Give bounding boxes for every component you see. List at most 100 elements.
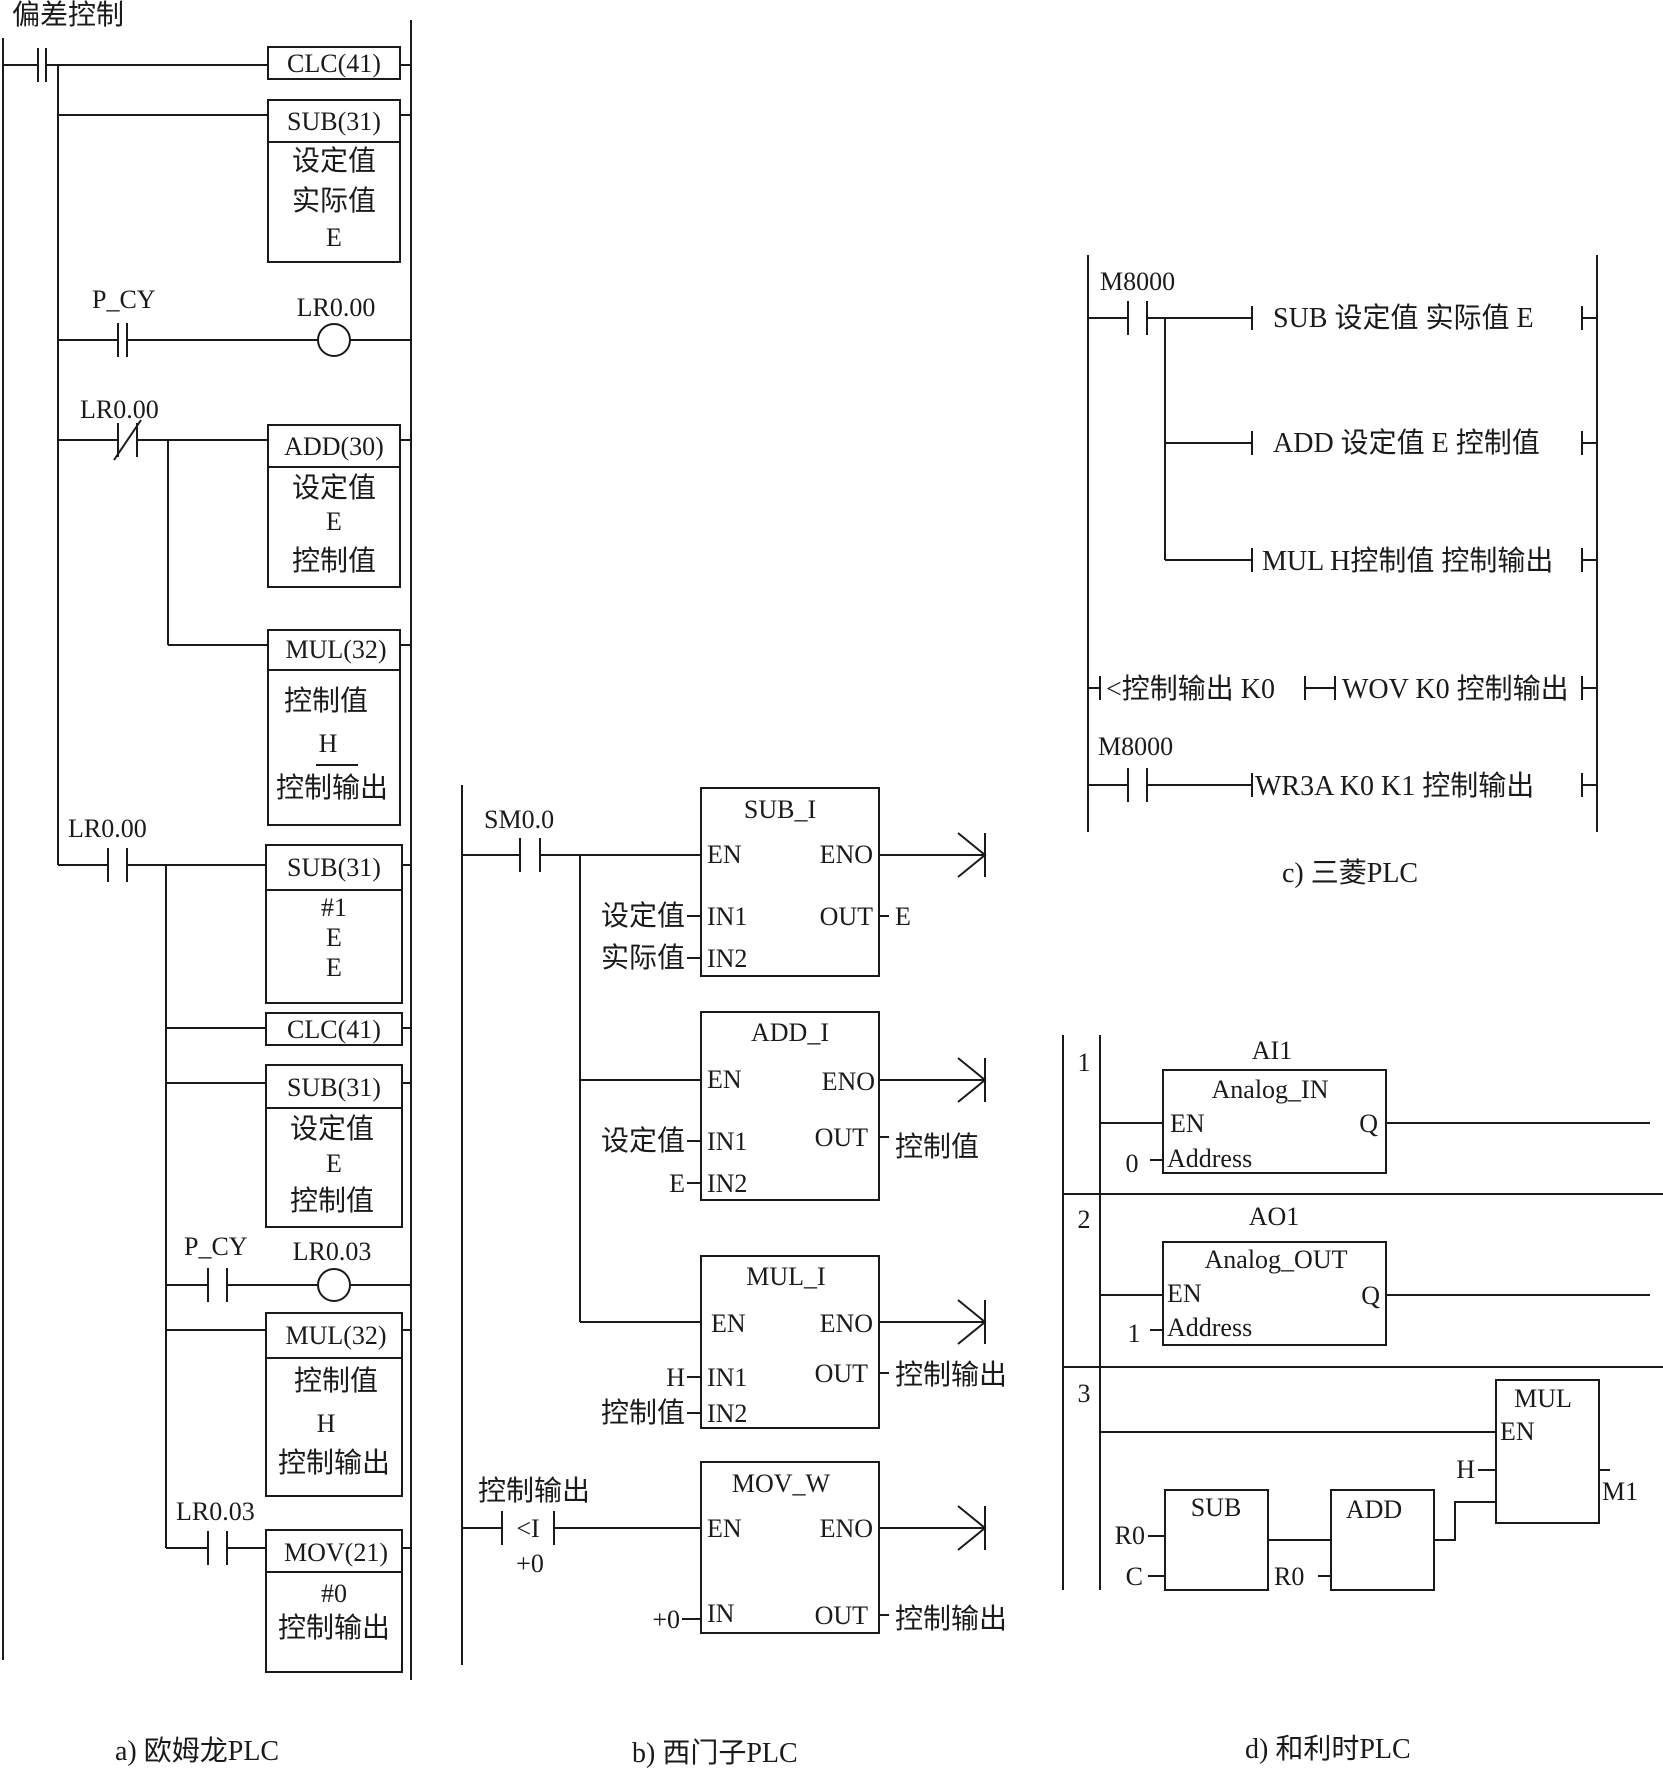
siemens-mov-out: OUT <box>815 1601 869 1630</box>
hollysys-ao-block <box>1162 1241 1387 1346</box>
hollysys-ai-block <box>1162 1069 1387 1174</box>
omron-mov-op: MOV(21) <box>284 1538 388 1567</box>
siemens-cmp-bottom: +0 <box>516 1549 544 1578</box>
omron-coil2-label: LR0.03 <box>293 1237 372 1266</box>
hollysys-ai-title: AI1 <box>1252 1036 1292 1065</box>
siemens-sm-label: SM0.0 <box>484 805 554 834</box>
hollysys-mul-name: MUL <box>1514 1384 1572 1413</box>
mitsubishi-wov-instr: WOV K0 控制输出 <box>1342 673 1569 705</box>
omron-sub2-op: SUB(31) <box>287 853 381 882</box>
mitsubishi-cmp-instr: <控制输出 K0 <box>1106 673 1275 705</box>
caption-hollysys: d) 和利时PLC <box>1245 1733 1411 1765</box>
siemens-mov-out-val: 控制输出 <box>895 1603 1007 1635</box>
mitsubishi-add-instr: ADD 设定值 E 控制值 <box>1273 427 1540 459</box>
omron-coil1-label: LR0.00 <box>297 293 376 322</box>
siemens-add-en: EN <box>707 1065 742 1094</box>
omron-mul-c: 控制输出 <box>276 772 388 804</box>
hollysys-ai-addr-val: 0 <box>1126 1149 1139 1178</box>
siemens-cmp-op: <I <box>516 1514 539 1543</box>
hollysys-h-label: H <box>1456 1455 1475 1484</box>
siemens-sub-in1-val: 设定值 <box>601 900 685 932</box>
hollysys-m1-label: M1 <box>1602 1477 1638 1506</box>
siemens-sub-in2-val: 实际值 <box>601 942 685 974</box>
siemens-mul-in2-val: 控制值 <box>601 1397 685 1429</box>
hollysys-add-name: ADD <box>1346 1495 1402 1524</box>
hollysys-c-in: C <box>1126 1562 1143 1591</box>
siemens-mov-eno: ENO <box>820 1514 873 1543</box>
hollysys-ai-name: Analog_IN <box>1212 1075 1329 1104</box>
siemens-mul-in1-val: H <box>666 1363 685 1392</box>
siemens-sub-out: OUT <box>820 902 874 931</box>
omron-sub3-b: E <box>326 1149 342 1178</box>
siemens-sub-out-val: E <box>895 902 911 931</box>
siemens-mul-in2: IN2 <box>707 1399 747 1428</box>
siemens-sub-in2: IN2 <box>707 944 747 973</box>
omron-sub2-a: #1 <box>321 893 347 922</box>
omron-mul2-a: 控制值 <box>294 1365 378 1397</box>
omron-sub-op: SUB(31) <box>287 107 381 136</box>
omron-add-box <box>267 424 401 588</box>
omron-sub-b: 实际值 <box>292 185 376 217</box>
siemens-mul-in1: IN1 <box>707 1363 747 1392</box>
hollysys-ao-en: EN <box>1167 1279 1202 1308</box>
omron-mul2-b: H <box>317 1409 336 1438</box>
hollysys-ao-address: Address <box>1167 1313 1252 1342</box>
hollysys-add-block <box>1330 1489 1435 1591</box>
omron-sub3-a: 设定值 <box>290 1113 374 1145</box>
mitsubishi-ladder: M8000 SUB 设定值 实际值 E ADD 设定值 E 控制值 MUL H控… <box>1087 255 1598 889</box>
hollysys-sub-block <box>1164 1489 1269 1591</box>
siemens-mul-eno: ENO <box>820 1309 873 1338</box>
omron-lr003-label: LR0.03 <box>176 1497 255 1526</box>
omron-sub2-c: E <box>326 953 342 982</box>
siemens-mul-en: EN <box>711 1309 746 1338</box>
omron-sub3-op: SUB(31) <box>287 1073 381 1102</box>
omron-sub-c: E <box>326 223 342 252</box>
siemens-mul-out: OUT <box>815 1359 869 1388</box>
siemens-mul-out-val: 控制输出 <box>895 1359 1007 1391</box>
siemens-ladder: SM0.0 SUB_I EN ENO IN1 IN2 OUT 设定值 实际值 E… <box>461 785 1007 1768</box>
hollysys-ao-q: Q <box>1361 1281 1380 1310</box>
hollysys-ai-q: Q <box>1359 1109 1378 1138</box>
omron-title: 偏差控制 <box>12 0 124 31</box>
omron-add-c: 控制值 <box>292 545 376 577</box>
hollysys-r0-in: R0 <box>1115 1521 1145 1550</box>
siemens-sub-name: SUB_I <box>744 795 816 824</box>
omron-add-b: E <box>326 507 342 536</box>
mitsubishi-wr3a-instr: WR3A K0 K1 控制输出 <box>1255 770 1534 802</box>
omron-pcy-label: P_CY <box>92 285 156 314</box>
omron-nc-label: LR0.00 <box>80 395 159 424</box>
siemens-sub-en: EN <box>707 840 742 869</box>
caption-siemens: b) 西门子PLC <box>632 1737 798 1768</box>
siemens-mov-block <box>700 1461 880 1634</box>
omron-add-a: 设定值 <box>292 472 376 504</box>
siemens-mul-name: MUL_I <box>746 1262 825 1291</box>
omron-coil2 <box>317 1268 351 1302</box>
omron-coil1 <box>317 323 351 357</box>
siemens-add-in1-val: 设定值 <box>601 1125 685 1157</box>
omron-ladder: 偏差控制 CLC(41) SUB(31) 设定值 实际值 E P_CY LR0.… <box>2 0 412 1767</box>
omron-clc-label: CLC(41) <box>287 49 381 78</box>
hollysys-ao-addr-val: 1 <box>1128 1319 1141 1348</box>
hollysys-mul-en: EN <box>1500 1417 1535 1446</box>
omron-sub2-b: E <box>326 923 342 952</box>
mitsubishi-m8000-label: M8000 <box>1100 267 1175 296</box>
siemens-sub-in1: IN1 <box>707 902 747 931</box>
hollysys-mul-block <box>1495 1379 1600 1524</box>
siemens-add-in2-val: E <box>669 1169 685 1198</box>
siemens-mov-in: IN <box>707 1599 735 1628</box>
caption-omron: a) 欧姆龙PLC <box>115 1735 279 1767</box>
hollysys-r0-add-in: R0 <box>1274 1562 1304 1591</box>
hollysys-row-2: 2 <box>1078 1205 1091 1234</box>
siemens-mov-name: MOV_W <box>732 1469 831 1498</box>
omron-sub-box <box>267 99 401 263</box>
mitsubishi-m8000-label-2: M8000 <box>1098 732 1173 761</box>
omron-mul-a: 控制值 <box>284 685 368 717</box>
omron-mul2-op: MUL(32) <box>285 1321 386 1350</box>
omron-mul2-c: 控制输出 <box>278 1447 390 1479</box>
siemens-mov-in-val: +0 <box>652 1605 680 1634</box>
siemens-add-in2: IN2 <box>707 1169 747 1198</box>
siemens-add-in1: IN1 <box>707 1127 747 1156</box>
mitsubishi-mul-instr: MUL H控制值 控制输出 <box>1262 545 1553 577</box>
siemens-add-out: OUT <box>815 1123 869 1152</box>
